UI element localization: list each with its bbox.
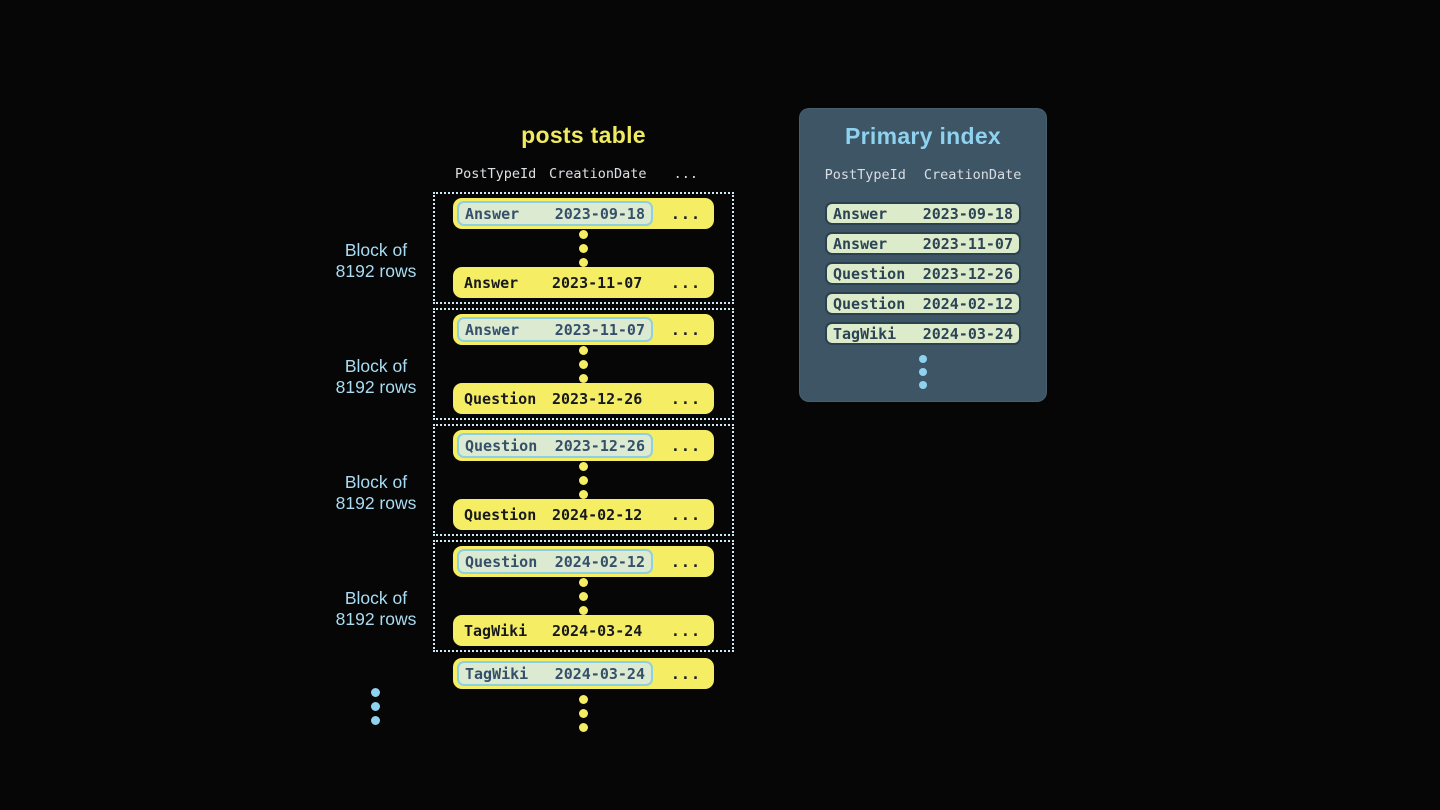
indexed-entry-highlight: Question 2023-12-26	[457, 433, 653, 458]
primary-index-rows: Answer 2023-09-18 Answer 2023-11-07 Ques…	[825, 202, 1021, 345]
creation-date-cell: 2023-11-07	[922, 234, 1013, 253]
indexed-entry-highlight: Answer 2023-09-18	[457, 201, 653, 226]
post-type-cell: Question	[465, 552, 538, 571]
row-block-3: Question 2023-12-26 ... Question 2024-02…	[433, 424, 734, 536]
primary-index-column-headers: PostTypeId CreationDate	[800, 167, 1046, 183]
vertical-ellipsis-icon	[919, 355, 927, 389]
column-header-more: ...	[673, 166, 698, 182]
creation-date-cell: 2023-11-07	[554, 320, 645, 339]
index-row: TagWiki 2024-03-24	[825, 322, 1021, 345]
table-row: Question 2024-02-12 ...	[453, 546, 714, 577]
table-row: TagWiki 2024-03-24 ...	[453, 615, 714, 646]
more-columns-cell: ...	[670, 621, 701, 640]
post-type-cell: Answer	[465, 320, 520, 339]
creation-date-cell: 2023-12-26	[922, 264, 1013, 283]
table-row: Answer 2023-11-07 ...	[453, 314, 714, 345]
creation-date-cell: 2023-09-18	[554, 204, 645, 223]
block-label: Block of 8192 rows	[335, 588, 417, 629]
more-columns-cell: ...	[670, 389, 701, 408]
creation-date-cell: 2024-02-12	[554, 552, 645, 571]
posts-table-title: posts table	[521, 122, 646, 148]
index-row: Question 2024-02-12	[825, 292, 1021, 315]
index-row: Question 2023-12-26	[825, 262, 1021, 285]
block-label: Block of 8192 rows	[335, 240, 417, 281]
more-columns-cell: ...	[670, 204, 701, 223]
table-row: Answer 2023-11-07 ...	[453, 267, 714, 298]
creation-date-cell: 2024-03-24	[922, 324, 1013, 343]
row-block-4: Question 2024-02-12 ... TagWiki 2024-03-…	[433, 540, 734, 652]
creation-date-cell: 2023-09-18	[922, 204, 1013, 223]
vertical-ellipsis-icon	[371, 688, 380, 725]
vertical-ellipsis-icon	[579, 345, 588, 383]
creation-date-cell: 2024-02-12	[922, 294, 1013, 313]
more-columns-cell: ...	[670, 552, 701, 571]
block-label: Block of 8192 rows	[335, 356, 417, 397]
more-columns-cell: ...	[670, 664, 701, 683]
table-row: Answer 2023-09-18 ...	[453, 198, 714, 229]
post-type-cell: Question	[833, 264, 906, 283]
creation-date-cell: 2023-12-26	[552, 389, 643, 408]
row-block-2: Answer 2023-11-07 ... Question 2023-12-2…	[433, 308, 734, 420]
post-type-cell: Question	[833, 294, 906, 313]
post-type-cell: Answer	[833, 234, 888, 253]
post-type-cell: Question	[465, 436, 538, 455]
indexed-entry-highlight: TagWiki 2024-03-24	[457, 661, 653, 686]
index-row: Answer 2023-09-18	[825, 202, 1021, 225]
column-header-creationdate: CreationDate	[923, 167, 1022, 183]
post-type-cell: TagWiki	[465, 664, 529, 683]
indexed-entry-highlight: Question 2024-02-12	[457, 549, 653, 574]
indexed-entry-highlight: Answer 2023-11-07	[457, 317, 653, 342]
post-type-cell: Question	[464, 505, 537, 524]
table-row: Question 2024-02-12 ...	[453, 499, 714, 530]
row-block-1: Answer 2023-09-18 ... Answer 2023-11-07 …	[433, 192, 734, 304]
table-row: TagWiki 2024-03-24 ...	[453, 658, 714, 689]
column-header-posttypeid: PostTypeId	[455, 166, 537, 182]
post-type-cell: TagWiki	[464, 621, 528, 640]
post-type-cell: Answer	[464, 273, 519, 292]
vertical-ellipsis-icon	[579, 229, 588, 267]
vertical-ellipsis-icon	[579, 461, 588, 499]
post-type-cell: TagWiki	[833, 324, 897, 343]
more-columns-cell: ...	[670, 436, 701, 455]
block-label: Block of 8192 rows	[335, 472, 417, 513]
primary-index-panel: Primary index PostTypeId CreationDate An…	[799, 108, 1047, 402]
creation-date-cell: 2023-11-07	[552, 273, 643, 292]
post-type-cell: Question	[464, 389, 537, 408]
creation-date-cell: 2024-03-24	[554, 664, 645, 683]
table-row: Question 2023-12-26 ...	[453, 383, 714, 414]
vertical-ellipsis-icon	[579, 577, 588, 615]
post-type-cell: Answer	[465, 204, 520, 223]
more-columns-cell: ...	[670, 505, 701, 524]
creation-date-cell: 2023-12-26	[554, 436, 645, 455]
more-columns-cell: ...	[670, 273, 701, 292]
more-columns-cell: ...	[670, 320, 701, 339]
table-row: Question 2023-12-26 ...	[453, 430, 714, 461]
creation-date-cell: 2024-03-24	[552, 621, 643, 640]
vertical-ellipsis-icon	[579, 695, 588, 732]
post-type-cell: Answer	[833, 204, 888, 223]
primary-index-title: Primary index	[844, 123, 1002, 149]
index-row: Answer 2023-11-07	[825, 232, 1021, 255]
posts-table-column-headers: PostTypeId CreationDate ...	[433, 166, 734, 182]
column-header-posttypeid: PostTypeId	[824, 167, 906, 183]
column-header-creationdate: CreationDate	[549, 166, 647, 182]
creation-date-cell: 2024-02-12	[552, 505, 643, 524]
